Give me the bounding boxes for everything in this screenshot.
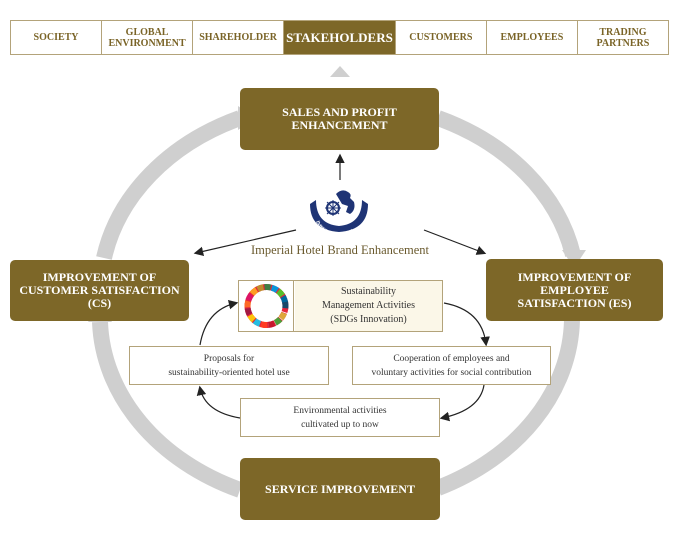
stakeholder-tabs: SOCIETY GLOBAL ENVIRONMENT SHAREHOLDER S… — [10, 20, 669, 55]
cooperation-line1: Cooperation of employees and — [393, 353, 510, 364]
es-line1: IMPROVEMENT OF — [517, 269, 632, 284]
cs-line1: IMPROVEMENT OF — [42, 270, 157, 284]
proposals-box: Proposals for sustainability-oriented ho… — [129, 346, 329, 385]
customer-satisfaction-box: IMPROVEMENT OF CUSTOMER SATISFACTION (CS… — [10, 260, 189, 321]
active-tab-pointer — [330, 66, 350, 77]
service-improvement-label: SERVICE IMPROVEMENT — [265, 481, 415, 496]
sales-profit-line2: ENHANCEMENT — [291, 118, 388, 132]
environmental-line2: cultivated up to now — [301, 419, 379, 430]
arrow-environmental-to-proposals — [196, 385, 241, 419]
arrow-cooperation-to-environmental — [439, 384, 485, 422]
arrow-sdg-to-cooperation — [443, 302, 490, 347]
service-improvement-box: SERVICE IMPROVEMENT — [240, 458, 440, 520]
arrow-proposals-to-sdg — [199, 299, 239, 346]
sdg-line2: Management Activities — [321, 300, 416, 311]
sdg-innovation-box: Sustainability Management Activities (SD… — [238, 280, 443, 332]
environmental-activities-box: Environmental activities cultivated up t… — [240, 398, 440, 437]
outer-cycle-ring — [92, 110, 581, 498]
tab-shareholder[interactable]: SHAREHOLDER — [193, 21, 285, 54]
cs-line3: (CS) — [87, 296, 112, 310]
environmental-line1: Environmental activities — [293, 405, 387, 416]
tab-society[interactable]: SOCIETY — [11, 21, 103, 54]
cs-line2: CUSTOMER SATISFACTION — [19, 283, 180, 297]
tab-trading-partners[interactable]: TRADING PARTNERS — [596, 26, 650, 49]
es-line2: EMPLOYEE — [540, 282, 609, 297]
proposals-line1: Proposals for — [203, 353, 255, 364]
sales-profit-box: SALES AND PROFIT ENHANCEMENT — [240, 88, 439, 150]
proposals-line2: sustainability-oriented hotel use — [168, 367, 290, 378]
cooperation-line2: voluntary activities for social contribu… — [371, 367, 532, 378]
brand-enhancement-label: Imperial Hotel Brand Enhancement — [250, 243, 430, 257]
tab-customers[interactable]: CUSTOMERS — [396, 21, 487, 54]
tab-global-environment[interactable]: GLOBAL ENVIRONMENT — [102, 21, 194, 54]
sdg-text: Sustainability Management Activities (SD… — [295, 281, 442, 331]
arrow-brand-to-cs — [193, 229, 297, 257]
sales-profit-line1: SALES AND PROFIT — [282, 105, 397, 119]
tab-employees[interactable]: EMPLOYEES — [487, 21, 578, 54]
sdg-line1: Sustainability — [341, 286, 396, 297]
es-line3: SATISFACTION (ES) — [517, 295, 632, 310]
imperial-hotel-emblem-icon: IMPERIAL HOTEL — [310, 190, 368, 236]
sdg-wheel-icon — [239, 281, 294, 331]
arrow-brand-to-es — [423, 229, 487, 255]
cooperation-box: Cooperation of employees and voluntary a… — [352, 346, 551, 385]
employee-satisfaction-box: IMPROVEMENT OF EMPLOYEE SATISFACTION (ES… — [486, 259, 663, 321]
tab-stakeholders[interactable]: STAKEHOLDERS — [284, 21, 396, 54]
sdg-line3: (SDGs Innovation) — [330, 314, 407, 325]
